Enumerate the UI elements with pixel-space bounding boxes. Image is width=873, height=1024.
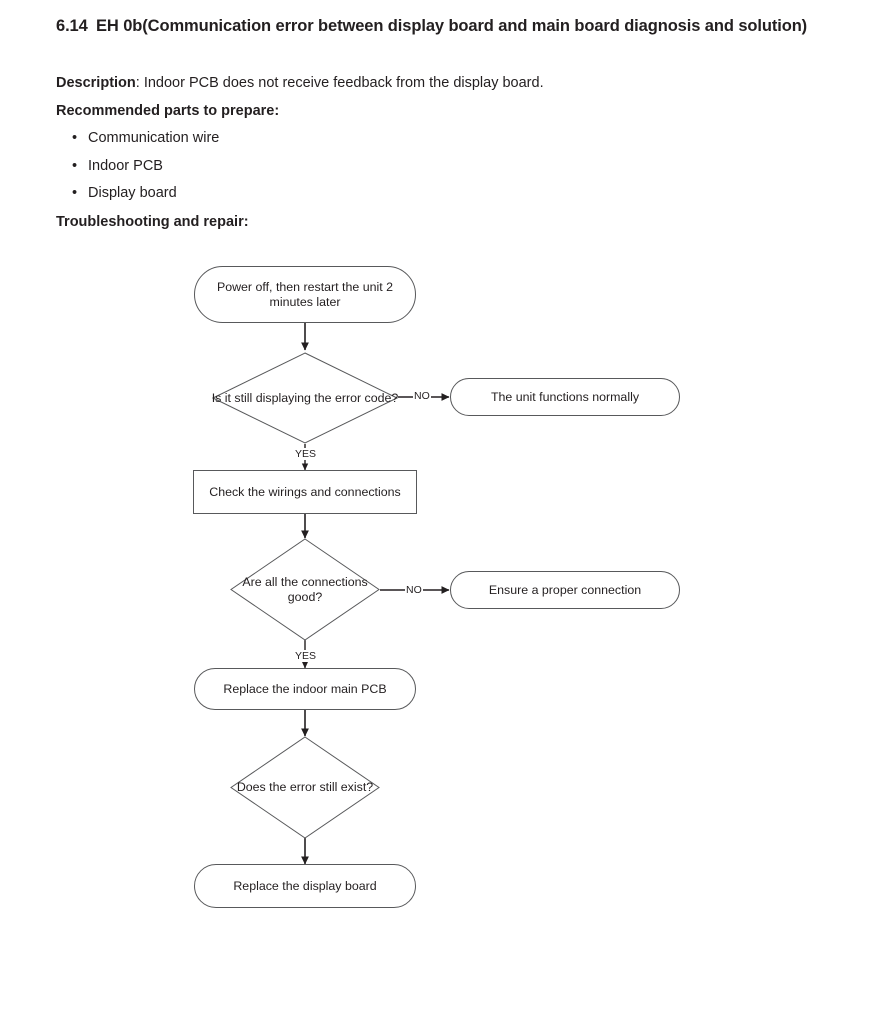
flow-node-start[interactable]: Power off, then restart the unit 2 minut… [194, 266, 416, 323]
description-label: Description [56, 75, 136, 91]
flow-node-ensure-connection[interactable]: Ensure a proper connection [450, 571, 680, 609]
flow-node-label: Are all the connections good? [242, 574, 368, 604]
flow-node-label: Power off, then restart the unit 2 minut… [216, 279, 394, 309]
diamond-shape [230, 736, 380, 839]
list-item: Indoor PCB [72, 153, 219, 181]
list-item: Communication wire [72, 125, 219, 153]
description-text: : Indoor PCB does not receive feedback f… [135, 75, 544, 91]
flow-node-label: Check the wirings and connections [209, 484, 401, 499]
flow-decision-error-code[interactable]: Is it still displaying the error code? [212, 352, 398, 444]
list-item: Display board [72, 180, 219, 208]
flow-node-label: The unit functions normally [490, 389, 640, 404]
flow-node-label: Replace the indoor main PCB [223, 681, 387, 696]
section-title: EH 0b(Communication error between displa… [96, 17, 808, 35]
troubleshooting-label: Troubleshooting and repair: [56, 214, 249, 230]
edge-label-no-1: NO [413, 390, 431, 402]
flow-node-label: Is it still displaying the error code? [211, 390, 399, 405]
diamond-shape [212, 352, 398, 444]
edge-label-no-2: NO [405, 584, 423, 596]
section-number: 6.14 [56, 17, 88, 35]
flow-decision-connections-good[interactable]: Are all the connections good? [230, 538, 380, 641]
flow-node-replace-main-pcb[interactable]: Replace the indoor main PCB [194, 668, 416, 710]
edge-label-yes-2: YES [294, 650, 318, 662]
description-line: Description: Indoor PCB does not receive… [56, 73, 816, 93]
flow-node-check-wiring[interactable]: Check the wirings and connections [193, 470, 417, 514]
recommended-parts-label: Recommended parts to prepare: [56, 103, 280, 119]
flow-node-label: Replace the display board [233, 878, 377, 893]
flow-node-replace-display-board[interactable]: Replace the display board [194, 864, 416, 908]
flow-node-unit-normal[interactable]: The unit functions normally [450, 378, 680, 416]
diamond-shape [230, 538, 380, 641]
flow-node-label: Ensure a proper connection [488, 582, 642, 597]
recommended-parts-list: Communication wire Indoor PCB Display bo… [72, 125, 219, 208]
flow-decision-error-still-exists[interactable]: Does the error still exist? [230, 736, 380, 839]
page-title: 6.14 EH 0b(Communication error between di… [56, 14, 846, 38]
flow-node-label: Does the error still exist? [236, 780, 374, 794]
edge-label-yes-1: YES [294, 448, 318, 460]
